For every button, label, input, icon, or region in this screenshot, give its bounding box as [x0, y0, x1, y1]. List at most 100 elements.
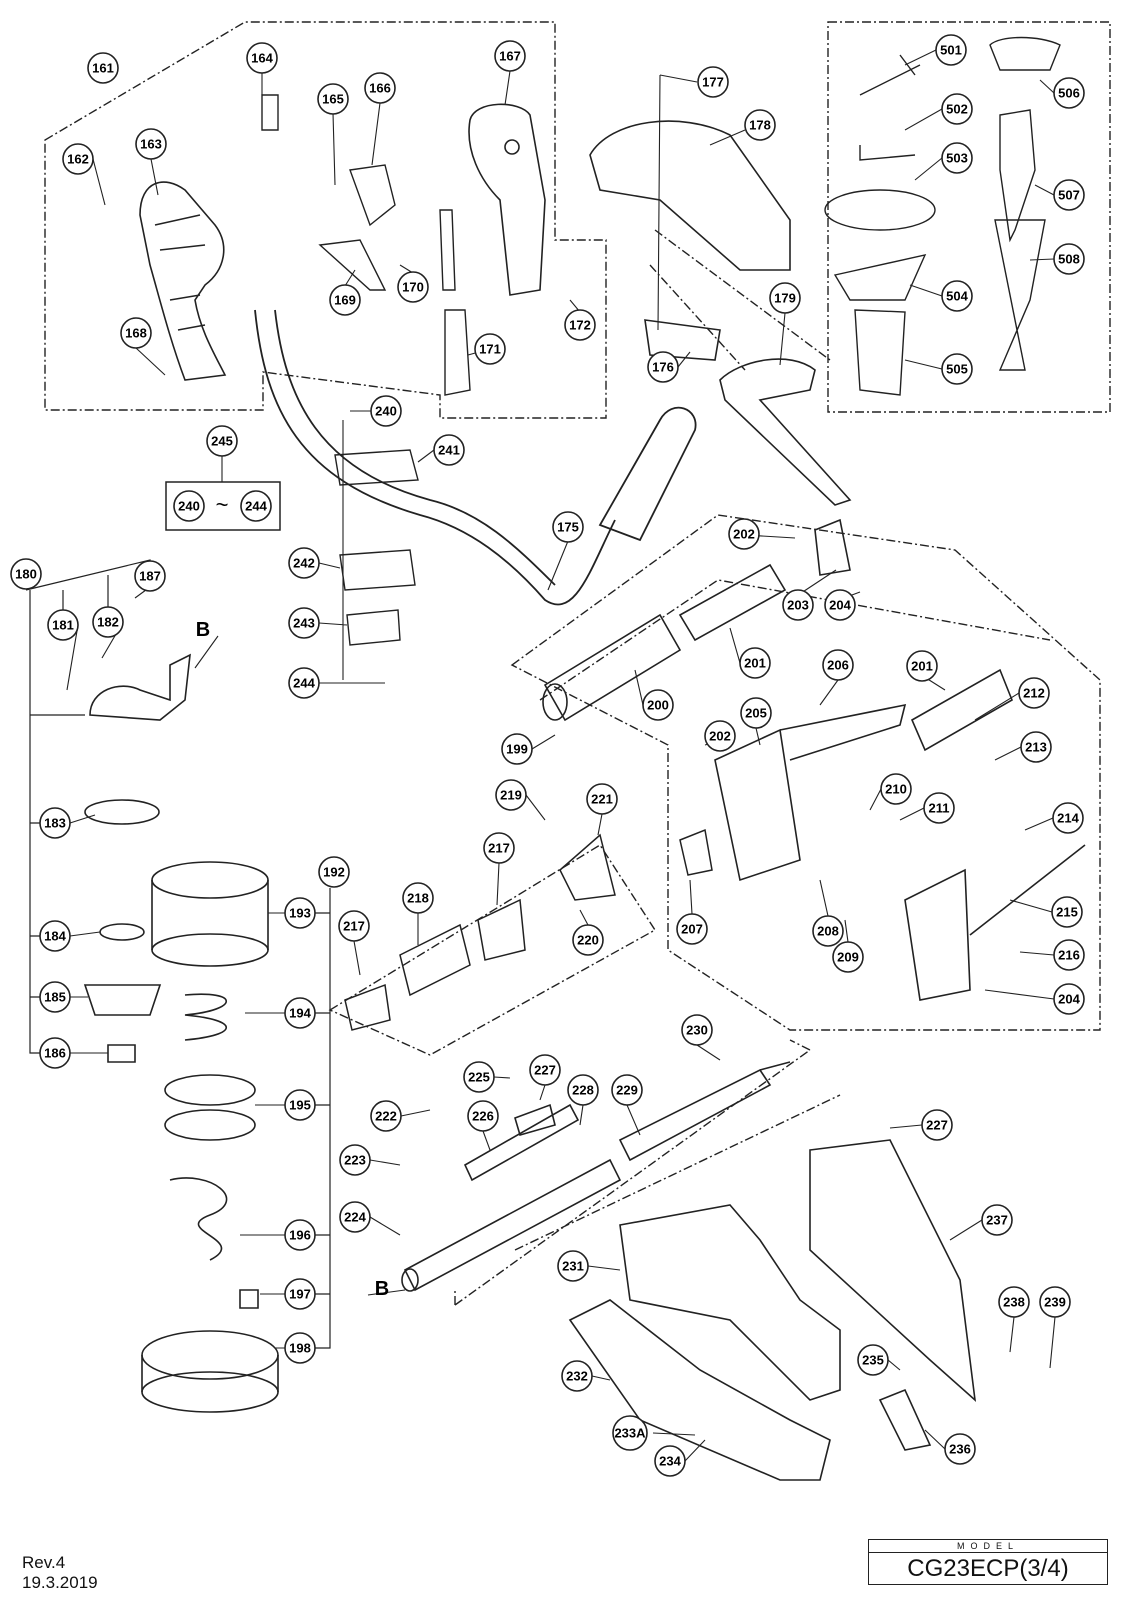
part-number-label: 240: [178, 499, 200, 514]
part-number-label: 235: [862, 1353, 884, 1368]
part-number-label: 185: [44, 990, 66, 1005]
part-callout-216: 216: [1053, 939, 1085, 971]
part-number-label: 212: [1023, 686, 1045, 701]
part-number-label: 167: [499, 49, 521, 64]
part-number-label: 201: [911, 659, 933, 674]
part-callout-506: 506: [1053, 77, 1085, 109]
model-name: CG23ECP(3/4): [907, 1555, 1069, 1582]
bracket-192: [315, 888, 331, 1349]
part-callout-218: 218: [402, 882, 434, 914]
part-number-label: 214: [1057, 811, 1079, 826]
part-number-label: 202: [709, 729, 731, 744]
part-callout-206: 206: [822, 649, 854, 681]
part-callout-227: 227: [921, 1109, 953, 1141]
part-callout-212: 212: [1018, 677, 1050, 709]
part-number-label: 244: [245, 499, 267, 514]
part-callout-217: 217: [483, 832, 515, 864]
group-outline-switch: [510, 514, 1101, 1031]
part-callout-237: 237: [981, 1204, 1013, 1236]
gear-head: [83, 653, 191, 1063]
handle-tube: [254, 309, 697, 606]
shaft-clamps: [344, 828, 713, 1031]
section-marker-label: B: [196, 619, 210, 641]
part-number-label: 213: [1025, 740, 1047, 755]
part-callout-226: 226: [467, 1100, 499, 1132]
part-number-label: 181: [52, 618, 74, 633]
part-callout-164: 164: [246, 42, 278, 74]
part-number-label: 503: [946, 151, 968, 166]
revision-date: 19.3.2019: [22, 1573, 98, 1592]
part-number-label: 193: [289, 906, 311, 921]
part-callout-219: 219: [495, 779, 527, 811]
part-callout-505: 505: [941, 353, 973, 385]
group-outline-bracket: [649, 229, 831, 371]
leader-lines: [66, 49, 1056, 1462]
part-number-label: 206: [827, 658, 849, 673]
part-number-label: 200: [647, 698, 669, 713]
part-number-label: 221: [591, 792, 613, 807]
part-number-label: 176: [652, 360, 674, 375]
part-callout-165: 165: [317, 83, 349, 115]
part-number-label: 217: [343, 919, 365, 934]
part-callout-240: 240: [173, 490, 205, 522]
part-callout-244: 244: [240, 490, 272, 522]
part-number-label: 203: [787, 598, 809, 613]
part-number-label: 172: [569, 318, 591, 333]
part-number-label: 207: [681, 922, 703, 937]
part-callout-177: 177: [697, 66, 729, 98]
part-callout-168: 168: [120, 317, 152, 349]
part-callout-223: 223: [339, 1144, 371, 1176]
part-callout-234: 234: [654, 1445, 686, 1477]
part-number-label: 205: [745, 706, 767, 721]
section-marker-label: B: [375, 1278, 389, 1300]
part-number-label: 217: [488, 841, 510, 856]
part-callout-170: 170: [397, 271, 429, 303]
revision-label: Rev.4: [22, 1553, 66, 1572]
part-callout-169: 169: [329, 284, 361, 316]
part-callout-197: 197: [284, 1278, 316, 1310]
part-callout-225: 225: [463, 1061, 495, 1093]
part-number-label: 219: [500, 788, 522, 803]
part-callout-193: 193: [284, 897, 316, 929]
part-callout-196: 196: [284, 1219, 316, 1251]
model-box: MODEL CG23ECP(3/4): [868, 1539, 1108, 1585]
part-callout-222: 222: [370, 1100, 402, 1132]
part-callout-228: 228: [567, 1074, 599, 1106]
part-callout-504: 504: [941, 280, 973, 312]
part-number-label: 227: [534, 1063, 556, 1078]
part-callout-508: 508: [1053, 243, 1085, 275]
part-number-label: 165: [322, 92, 344, 107]
part-number-label: 182: [97, 615, 119, 630]
part-number-label: 175: [557, 520, 579, 535]
part-number-label: 506: [1058, 86, 1080, 101]
part-number-label: 508: [1058, 252, 1080, 267]
part-callout-232: 232: [561, 1360, 593, 1392]
part-number-label: 232: [566, 1369, 588, 1384]
part-number-label: 162: [67, 152, 89, 167]
part-number-label: 202: [733, 527, 755, 542]
part-callout-217: 217: [338, 910, 370, 942]
part-number-label: 225: [468, 1070, 490, 1085]
part-callout-213: 213: [1020, 731, 1052, 763]
part-callout-244: 244: [288, 667, 320, 699]
part-number-label: 169: [334, 293, 356, 308]
part-number-label: 502: [946, 102, 968, 117]
part-callout-210: 210: [880, 773, 912, 805]
part-callout-198: 198: [284, 1332, 316, 1364]
part-callout-239: 239: [1039, 1286, 1071, 1318]
part-callout-231: 231: [557, 1250, 589, 1282]
part-number-label: 507: [1058, 188, 1080, 203]
part-number-label: 210: [885, 782, 907, 797]
part-callout-503: 503: [941, 142, 973, 174]
handle-clamp: [589, 120, 852, 506]
part-number-label: 199: [506, 742, 528, 757]
kit-range-box: [165, 481, 281, 531]
part-number-label: 241: [438, 443, 460, 458]
part-number-label: 171: [479, 342, 501, 357]
part-number-label: 230: [686, 1023, 708, 1038]
part-number-label: 505: [946, 362, 968, 377]
part-number-label: 227: [926, 1118, 948, 1133]
part-callout-201: 201: [906, 650, 938, 682]
part-number-label: 178: [749, 118, 771, 133]
part-callout-211: 211: [923, 792, 955, 824]
